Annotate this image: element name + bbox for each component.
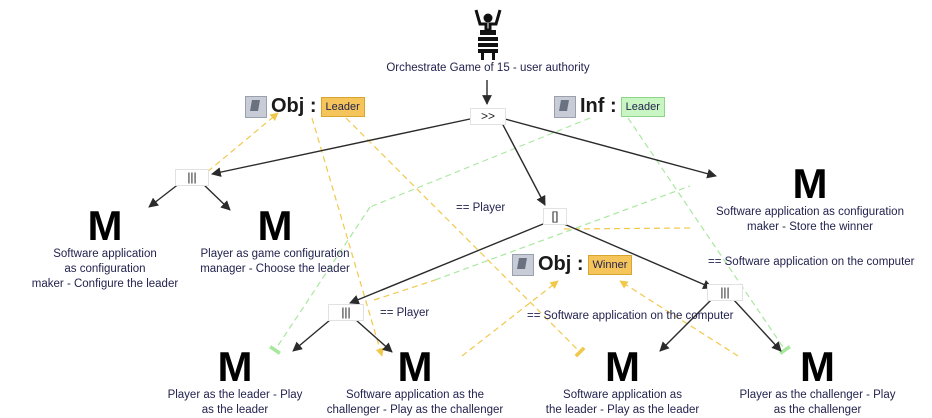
task-edge (501, 122, 546, 206)
task-label-line: maker - Store the winner (747, 221, 873, 233)
task-label-line: as configuration (64, 263, 146, 275)
object-prefix: Obj : (538, 253, 584, 275)
object-prefix: Obj : (271, 95, 317, 117)
task-edge (349, 223, 544, 305)
edge-label-software: == Software application on the computer (527, 310, 734, 322)
task-edge (659, 298, 713, 352)
task-label-line: Player as the leader - Play (167, 389, 303, 401)
information-leader-node[interactable]: Inf : Leader (554, 95, 665, 118)
task-configure-leader[interactable]: M Software application as configuration … (20, 205, 190, 292)
root-task-label: Orchestrate Game of 15 - user authority (386, 62, 590, 74)
task-label-line: the leader - Play as the leader (545, 404, 700, 416)
object-flow-edge (345, 117, 586, 358)
task-edge (148, 182, 181, 208)
operator-sequence[interactable]: >> (470, 108, 506, 125)
task-edge (201, 182, 231, 211)
actor-at-desk-icon (474, 9, 502, 60)
task-label-line: manager - Choose the leader (200, 263, 350, 275)
info-flow-edge (434, 185, 691, 281)
object-flow-edge (373, 279, 436, 301)
object-flow-edge (461, 280, 559, 357)
edge-label-software: == Software application on the computer (708, 256, 915, 268)
object-flow-edge (563, 227, 691, 230)
manual-task-icon: M (87, 202, 123, 249)
operator-interleave-left[interactable]: ||| (175, 169, 209, 186)
task-label-line: as the challenger (773, 404, 862, 416)
object-value-tag: Leader (320, 96, 365, 117)
operator-interleave-bottom-left[interactable]: ||| (328, 304, 364, 321)
task-edge (355, 319, 393, 353)
object-icon (245, 95, 267, 118)
object-winner-node[interactable]: Obj : Winner (512, 253, 633, 276)
task-edge (563, 223, 713, 289)
task-choose-leader[interactable]: M Player as game configuration manager -… (185, 205, 365, 277)
info-flow-edge (269, 206, 371, 355)
object-flow-edge (199, 112, 279, 179)
task-app-challenger-play[interactable]: M Software application as the challenger… (315, 346, 515, 418)
task-edge (504, 118, 717, 179)
manual-task-icon: M (257, 202, 293, 249)
object-leader-node[interactable]: Obj : Leader (245, 95, 365, 118)
manual-task-icon: M (217, 343, 253, 390)
object-value-tag: Winner (587, 254, 633, 275)
object-flow-edge (311, 117, 384, 357)
task-label-line: Software application as (563, 389, 682, 401)
operator-choice[interactable]: [] (543, 208, 567, 225)
manual-task-icon: M (792, 160, 828, 207)
task-challenger-play[interactable]: M Player as the challenger - Play as the… (720, 346, 915, 418)
task-store-winner[interactable]: M Software application as configuration … (690, 163, 930, 235)
edge-label-player: == Player (380, 307, 430, 319)
task-label-line: challenger - Play as the challenger (326, 404, 504, 416)
object-icon (512, 253, 534, 276)
task-label-line: Software application as the (345, 389, 485, 401)
root-task[interactable] (470, 8, 506, 60)
task-edge (292, 319, 331, 352)
task-label-line: Software application (53, 248, 157, 260)
manual-task-icon: M (605, 343, 640, 390)
task-label-line: Software application as configuration (716, 206, 904, 218)
task-leader-play[interactable]: M Player as the leader - Play as the lea… (140, 346, 330, 418)
task-label-line: Player as game configuration (200, 248, 350, 260)
operator-interleave-right[interactable]: ||| (707, 284, 743, 301)
task-label-line: as the leader (201, 404, 269, 416)
task-edge (211, 118, 471, 177)
edge-label-player: == Player (456, 202, 506, 214)
manual-task-icon: M (397, 343, 433, 390)
task-label-line: Player as the challenger - Play (739, 389, 896, 401)
object-flow-edge (619, 280, 739, 357)
information-value-tag: Leader (620, 96, 665, 117)
information-icon (554, 95, 576, 118)
manual-task-icon: M (800, 343, 835, 390)
information-prefix: Inf : (580, 95, 617, 117)
task-label-line: maker - Configure the leader (31, 278, 179, 290)
task-edge (732, 298, 782, 352)
task-app-leader-play[interactable]: M Software application as the leader - P… (525, 346, 720, 418)
info-flow-edge (369, 117, 591, 208)
info-flow-edge (627, 117, 791, 355)
